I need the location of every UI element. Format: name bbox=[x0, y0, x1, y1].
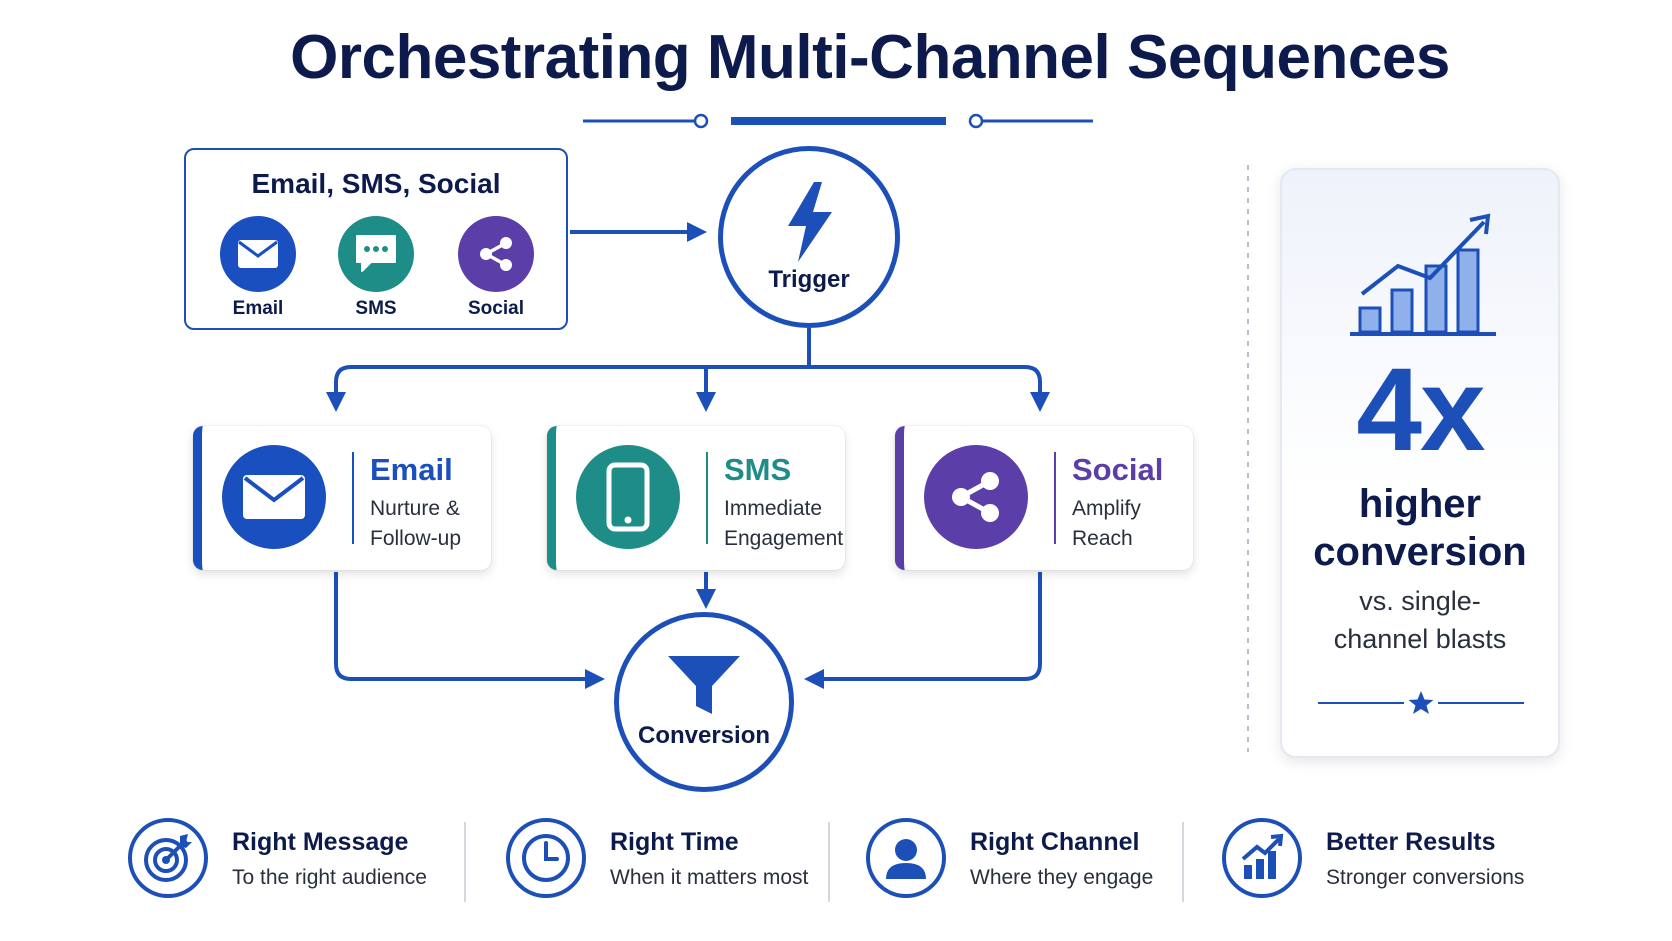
benefit-desc: To the right audience bbox=[232, 866, 427, 889]
source-email-label: Email bbox=[232, 298, 284, 319]
benefit-right-message: Right Message To the right audience bbox=[128, 818, 468, 902]
user-icon bbox=[866, 818, 946, 898]
sources-title: Email, SMS, Social bbox=[251, 168, 501, 199]
benefit-right-time: Right Time When it matters most bbox=[506, 818, 836, 902]
star-icon bbox=[1318, 691, 1524, 714]
conversion-merge-arrows bbox=[334, 572, 1042, 689]
page-title: Orchestrating Multi-Channel Sequences bbox=[290, 23, 1450, 92]
share-icon bbox=[924, 445, 1028, 549]
channel-desc-email: Nurture & Follow-up bbox=[370, 497, 462, 550]
source-social: Social bbox=[458, 216, 556, 320]
stat-sublabel: vs. single-channel blasts bbox=[1333, 586, 1507, 654]
trigger-branch-arrows bbox=[326, 328, 1050, 412]
conversion-label: Conversion bbox=[637, 722, 771, 749]
source-social-label: Social bbox=[468, 298, 524, 319]
benefit-title: Better Results bbox=[1326, 828, 1496, 856]
chat-bubble-icon bbox=[338, 216, 414, 292]
benefit-separator bbox=[828, 822, 830, 902]
card-divider bbox=[352, 452, 354, 544]
benefit-desc: When it matters most bbox=[610, 866, 809, 889]
benefit-title: Right Message bbox=[232, 828, 409, 856]
benefit-separator bbox=[1182, 822, 1184, 902]
benefit-desc: Where they engage bbox=[970, 866, 1154, 889]
trigger-node: Trigger bbox=[718, 146, 900, 328]
clock-icon bbox=[506, 818, 586, 898]
title-divider bbox=[583, 113, 1093, 129]
trigger-label: Trigger bbox=[768, 266, 850, 293]
source-email: Email bbox=[220, 216, 318, 320]
channel-sources-panel: Email, SMS, Social Email SMS Social bbox=[184, 148, 568, 330]
card-divider bbox=[1054, 452, 1056, 544]
share-icon bbox=[458, 216, 534, 292]
growth-bar-chart-icon bbox=[1350, 213, 1496, 336]
stat-card: 4x higher conversion vs. single-channel … bbox=[1280, 168, 1560, 758]
benefit-title: Right Time bbox=[610, 828, 739, 856]
card-divider bbox=[706, 452, 708, 544]
source-sms-label: SMS bbox=[355, 298, 397, 319]
envelope-icon bbox=[220, 216, 296, 292]
conversion-node: Conversion bbox=[614, 612, 794, 792]
channel-name-email: Email bbox=[370, 452, 453, 487]
channel-desc-social: Amplify Reach bbox=[1072, 497, 1141, 550]
channel-name-sms: SMS bbox=[724, 452, 792, 487]
smartphone-icon bbox=[576, 445, 680, 549]
benefit-separator bbox=[464, 822, 466, 902]
target-icon bbox=[128, 818, 208, 898]
channel-desc-sms: Immediate Engagement bbox=[724, 497, 844, 550]
stat-value: 4x bbox=[1356, 344, 1485, 476]
benefit-better-results: Better Results Stronger conversions bbox=[1222, 818, 1552, 902]
stat-label: higher conversion bbox=[1313, 482, 1527, 574]
channel-card-social: Social Amplify Reach bbox=[895, 426, 1193, 570]
benefit-right-channel: Right Channel Where they engage bbox=[866, 818, 1196, 902]
channel-name-social: Social bbox=[1072, 452, 1164, 487]
channel-card-sms: SMS Immediate Engagement bbox=[547, 426, 845, 570]
envelope-icon bbox=[222, 445, 326, 549]
benefit-desc: Stronger conversions bbox=[1326, 866, 1525, 889]
benefit-title: Right Channel bbox=[970, 828, 1140, 856]
funnel-icon bbox=[668, 656, 740, 714]
channel-card-email: Email Nurture & Follow-up bbox=[193, 426, 491, 570]
lightning-bolt-icon bbox=[788, 182, 832, 262]
source-sms: SMS bbox=[338, 216, 436, 320]
growth-chart-icon bbox=[1222, 818, 1302, 898]
